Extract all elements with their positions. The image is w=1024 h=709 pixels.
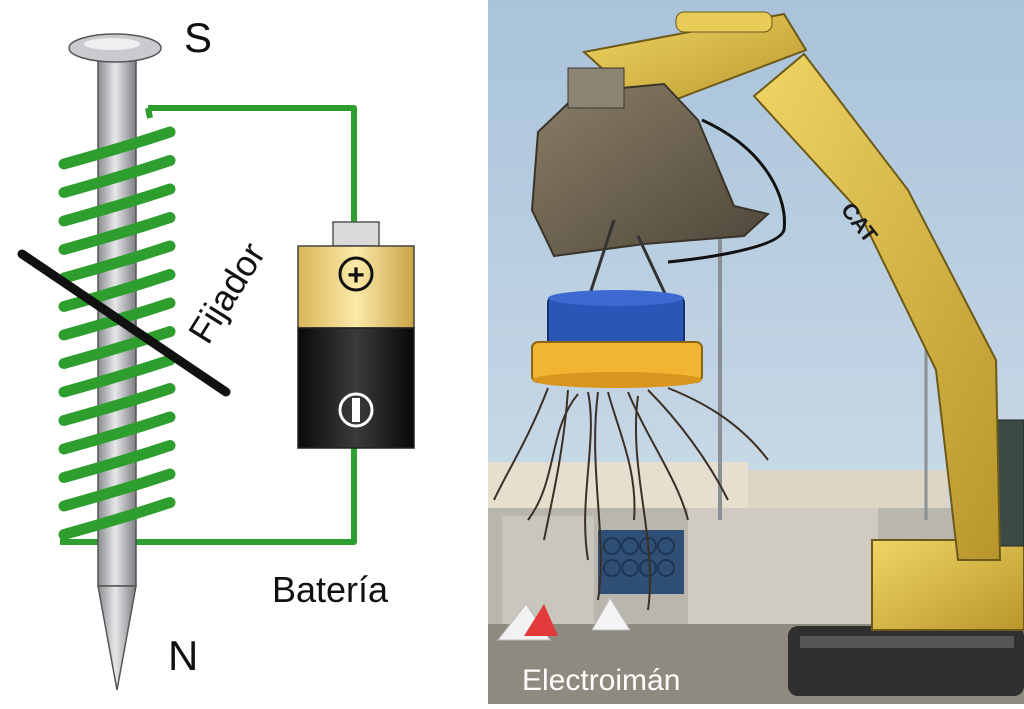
coil-winding	[58, 326, 176, 369]
diagram-svg: + S N Batería Fijador	[17, 14, 415, 691]
scrap-metal	[493, 387, 769, 611]
clamp-rod	[17, 249, 231, 397]
clamp-label: Fijador	[180, 235, 273, 350]
pole-top-label: S	[184, 14, 212, 61]
electromagnet-photo: CAT Electroimán	[488, 0, 1024, 704]
coil-winding	[58, 497, 176, 540]
electromagnet-diagram: + S N Batería Fijador	[0, 0, 488, 704]
coil-winding	[58, 269, 176, 312]
pole-bottom-label: N	[168, 632, 198, 679]
coil-winding	[58, 411, 176, 455]
minus-mark	[352, 398, 360, 422]
coil-winding	[58, 468, 176, 512]
photo-caption: Electroimán	[522, 664, 680, 697]
coil-winding	[58, 212, 176, 255]
battery-icon: +	[297, 221, 415, 449]
photo-svg: CAT Electroimán	[488, 0, 1024, 704]
barriers	[496, 597, 631, 641]
electromagnet-icon	[531, 290, 703, 388]
circuit-wire	[60, 105, 357, 545]
coil-winding	[58, 183, 176, 227]
coil-winding	[58, 440, 176, 483]
coil-winding	[58, 240, 176, 284]
coil-lead-top	[145, 107, 153, 119]
coil-winding	[58, 155, 176, 198]
battery-label: Batería	[272, 569, 389, 610]
minus-terminal-icon	[338, 392, 374, 428]
plus-terminal-icon	[338, 256, 374, 292]
coil-winding	[58, 383, 176, 426]
coil-winding	[58, 126, 176, 170]
bucket	[530, 67, 771, 258]
coil-winding	[58, 354, 176, 398]
chains	[586, 219, 670, 301]
battery-plus: +	[347, 259, 365, 292]
coil-icon	[58, 107, 176, 540]
